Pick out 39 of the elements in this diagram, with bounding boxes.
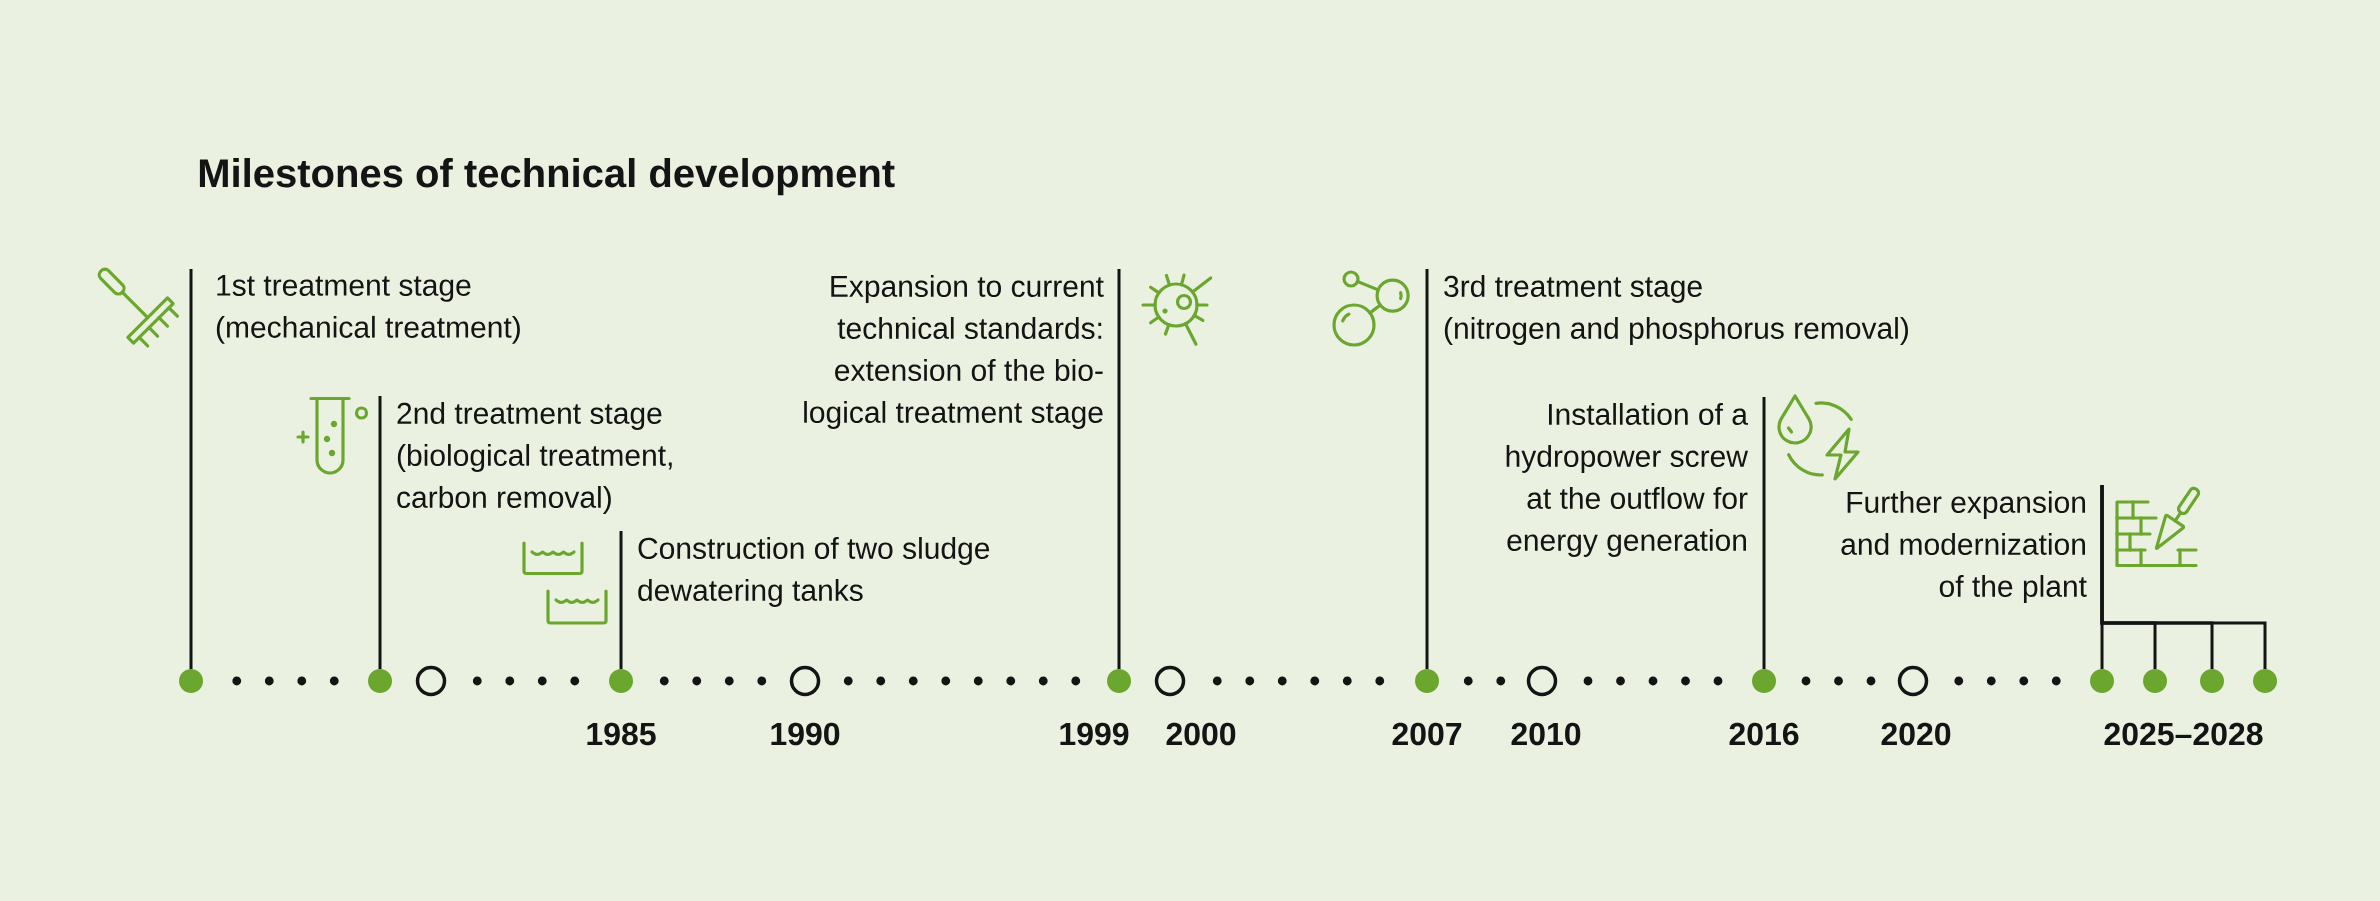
milestone-dot [179,669,203,693]
year-label: 2007 [1392,722,1462,746]
milestone-text: 1st treatment stage (mechanical treatment) [216,275,520,344]
milestone-text: 3rd treatment stage (nitrogen and phosphorus removal) [1444,275,1908,345]
milestone-dot [2200,669,2224,693]
year-label: 2010 [1511,722,1581,746]
milestone-dot [1415,669,1439,693]
year-label: 1985 [587,722,656,746]
year-label: 2020 [1881,722,1951,746]
milestone-text: Expansion to current technical standards: extension of the bio- logical treatment stage [804,275,1104,429]
leader-line [2100,485,2267,669]
leader-line [378,396,382,669]
leader-line [189,269,193,669]
timeline-circle [789,665,821,697]
milestone-text: 2nd treatment stage (biological treatment, carbon removal) [397,402,672,514]
milestone-text: Installation of a hydropower screw at the outflow for energy generation [1506,403,1748,557]
timeline-circle [415,665,447,697]
timeline-circle [1526,665,1558,697]
leader-line [1762,397,1766,669]
milestone-text: Further expansion and modernization of the plant [1841,491,2087,603]
leader-line [619,531,623,669]
timeline-circle [1154,665,1186,697]
milestone-dot [1107,669,1131,693]
year-label: 1999 [1060,722,1129,746]
year-label: 1990 [771,722,840,746]
year-label: 2025–2028 [2104,722,2263,746]
leader-line [1117,269,1121,669]
year-label: 2000 [1166,722,1236,746]
milestone-dot [368,669,392,693]
timeline-circle [1897,665,1929,697]
leader-line [1425,269,1429,669]
milestone-dot [2253,669,2277,693]
year-label: 2016 [1729,722,1799,746]
milestone-text: Construction of two sludge dewatering tanks [638,537,990,607]
milestone-dot [2143,669,2167,693]
milestone-dot [1752,669,1776,693]
milestone-dot [609,669,633,693]
milestone-dot [2090,669,2114,693]
title: Milestones of technical development [199,158,895,196]
